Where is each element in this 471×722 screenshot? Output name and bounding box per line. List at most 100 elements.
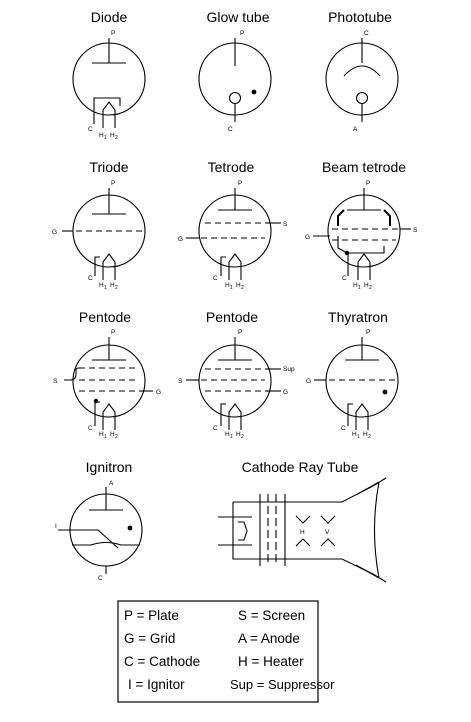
- thyratron-h2-sub: 2: [368, 434, 371, 440]
- pentode2-cathode-label: C: [213, 425, 218, 432]
- tetrode-h1-label: H: [225, 282, 230, 289]
- thyratron-grid-label: G: [306, 378, 311, 385]
- triode-h2-sub: 2: [115, 285, 118, 291]
- pentode1-envelope: [72, 344, 146, 418]
- pentode-sup-symbol: Pentode P Sup S G C H 1 H 2: [178, 309, 295, 440]
- ignitron-title: Ignitron: [86, 459, 133, 475]
- diode-h1-label: H: [99, 132, 104, 139]
- diode-title: Diode: [91, 9, 128, 25]
- beam-h2-label: H: [364, 282, 369, 289]
- thyratron-envelope: [325, 344, 399, 418]
- diode-h1-sub: 1: [104, 135, 107, 141]
- tetrode-cathode-label: C: [213, 275, 218, 282]
- tetrode-h1-sub: 1: [230, 285, 233, 291]
- tetrode-h2-label: H: [236, 282, 241, 289]
- legend-heater: H = Heater: [238, 654, 304, 669]
- thyratron-h2-label: H: [363, 431, 368, 438]
- tetrode-symbol: Tetrode P S G C H 1 H 2: [178, 159, 288, 291]
- thyratron-symbol: Thyratron P G C H 1 H 2: [306, 309, 399, 440]
- triode-symbol: Triode P G C H 1 H 2: [52, 159, 146, 291]
- legend-box: P = Plate S = Screen G = Grid A = Anode …: [117, 600, 335, 703]
- pentode2-h1-label: H: [225, 431, 230, 438]
- tetrode-title: Tetrode: [208, 159, 255, 175]
- pentode-symbol: Pentode P S G C H 1 H 2: [53, 309, 161, 440]
- pentode1-grid-label: G: [156, 389, 161, 396]
- photo-cathode-label: C: [364, 30, 369, 37]
- legend-plate: P = Plate: [124, 608, 179, 623]
- legend-ignitor: I = Ignitor: [128, 677, 185, 692]
- beam-plate-label: P: [366, 180, 370, 187]
- diode-h2-label: H: [110, 132, 115, 139]
- triode-cathode-label: C: [88, 275, 93, 282]
- ignitron-symbol: Ignitron A I C: [55, 459, 143, 582]
- tetrode-screen-label: S: [283, 221, 288, 228]
- pentode2-screen-label: S: [178, 378, 183, 385]
- pentode2-h2-label: H: [236, 431, 241, 438]
- thyratron-title: Thyratron: [328, 309, 388, 325]
- legend-cathode: C = Cathode: [124, 654, 200, 669]
- beam-envelope: [327, 194, 401, 268]
- beam-tetrode-symbol: Beam tetrode P S G C H 1 H 2: [305, 159, 418, 291]
- legend-grid: G = Grid: [124, 631, 175, 646]
- photo-title: Phototube: [328, 9, 392, 25]
- crt-title: Cathode Ray Tube: [242, 459, 359, 475]
- pentode1-plate-label: P: [111, 329, 115, 336]
- glow-title: Glow tube: [206, 9, 269, 25]
- pentode2-h1-sub: 1: [230, 434, 233, 440]
- photo-anode-label: A: [353, 126, 358, 133]
- legend-screen: S = Screen: [238, 608, 305, 623]
- diode-cathode-label: C: [88, 126, 93, 133]
- triode-grid-label: G: [52, 229, 57, 236]
- glow-plate-label: P: [240, 30, 244, 37]
- triode-h2-label: H: [110, 282, 115, 289]
- beam-h2-sub: 2: [369, 285, 372, 291]
- pentode2-title: Pentode: [206, 309, 258, 325]
- tetrode-plate-label: P: [238, 180, 242, 187]
- ignitron-anode-label: A: [109, 480, 114, 487]
- crt-v-label: V: [325, 529, 330, 536]
- pentode1-title: Pentode: [79, 309, 131, 325]
- ignitron-ignitor-label: I: [55, 523, 57, 530]
- pentode1-screen-label: S: [53, 378, 58, 385]
- pentode1-h2-sub: 2: [115, 434, 118, 440]
- crt-h-label: H: [300, 529, 305, 536]
- glow-tube-symbol: Glow tube P C: [198, 9, 272, 133]
- diode-symbol: Diode P C H 1 H 2: [72, 9, 146, 141]
- pentode2-grid-label: G: [283, 389, 288, 396]
- tetrode-h2-sub: 2: [241, 285, 244, 291]
- triode-title: Triode: [89, 159, 128, 175]
- glow-cathode-label: C: [228, 126, 233, 133]
- thyratron-h1-label: H: [352, 431, 357, 438]
- thyratron-h1-sub: 1: [357, 434, 360, 440]
- pentode1-h1-label: H: [99, 431, 104, 438]
- thyratron-cathode-label: C: [341, 425, 346, 432]
- tetrode-grid-label: G: [178, 236, 183, 243]
- beam-h1-label: H: [353, 282, 358, 289]
- ignitron-cathode-label: C: [98, 575, 103, 582]
- triode-h1-sub: 1: [104, 285, 107, 291]
- tetrode-envelope: [198, 194, 272, 268]
- diode-plate-label: P: [111, 30, 115, 37]
- diode-h2-sub: 2: [115, 135, 118, 141]
- phototube-symbol: Phototube C A: [325, 9, 399, 133]
- pentode2-plate-label: P: [238, 329, 242, 336]
- thyratron-plate-label: P: [366, 329, 370, 336]
- pentode1-h2-label: H: [110, 431, 115, 438]
- triode-plate-label: P: [111, 180, 115, 187]
- beam-h1-sub: 1: [358, 285, 361, 291]
- beam-grid-label: G: [305, 234, 310, 241]
- pentode1-h1-sub: 1: [104, 434, 107, 440]
- triode-h1-label: H: [99, 282, 104, 289]
- cathode-ray-tube-symbol: Cathode Ray Tube H V: [218, 459, 387, 583]
- beam-cathode-label: C: [342, 275, 347, 282]
- pentode2-h2-sub: 2: [241, 434, 244, 440]
- pentode1-cathode-label: C: [88, 425, 93, 432]
- legend-anode: A = Anode: [238, 631, 300, 646]
- beam-screen-label: S: [413, 227, 418, 234]
- pentode2-sup-label: Sup: [283, 366, 295, 373]
- diode-envelope: [72, 42, 146, 116]
- legend-suppressor: Sup = Suppressor: [230, 677, 335, 692]
- beam-title: Beam tetrode: [322, 159, 406, 175]
- pentode2-envelope: [198, 344, 272, 418]
